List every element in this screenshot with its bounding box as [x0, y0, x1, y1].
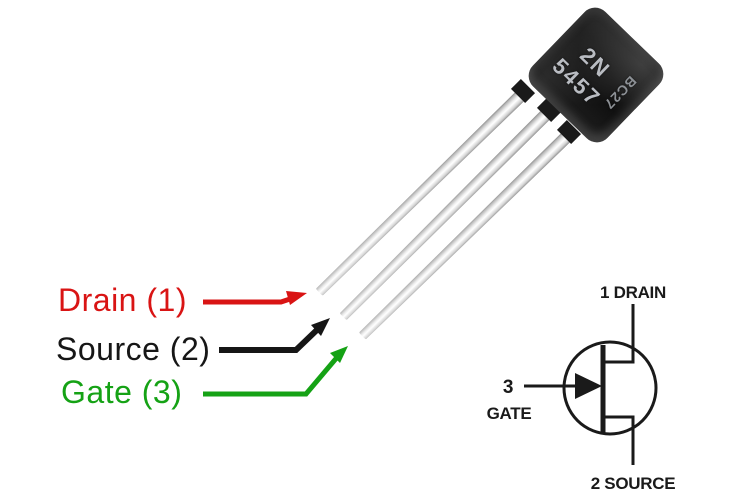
- drain-terminal-line: [605, 304, 635, 364]
- schematic-drain-label: 1 DRAIN: [600, 283, 666, 302]
- gate-arrowhead-icon: [575, 373, 602, 399]
- symbol-circle: [562, 340, 658, 436]
- drain-arrow: [203, 291, 307, 305]
- gate-arrow: [203, 346, 348, 397]
- schematic-gate-label: GATE: [487, 404, 532, 423]
- schematic-gate-pin-number: 3: [503, 377, 513, 398]
- drain-pin-label: Drain (1): [58, 282, 187, 318]
- jfet-schematic-symbol: 1 DRAIN 2 SOURCE 3 GATE: [487, 283, 676, 493]
- source-terminal-line: [605, 415, 635, 465]
- source-pin-label: Source (2): [56, 331, 211, 367]
- source-arrow: [219, 318, 330, 353]
- gate-pin-label: Gate (3): [61, 374, 183, 410]
- schematic-source-label: 2 SOURCE: [591, 474, 676, 493]
